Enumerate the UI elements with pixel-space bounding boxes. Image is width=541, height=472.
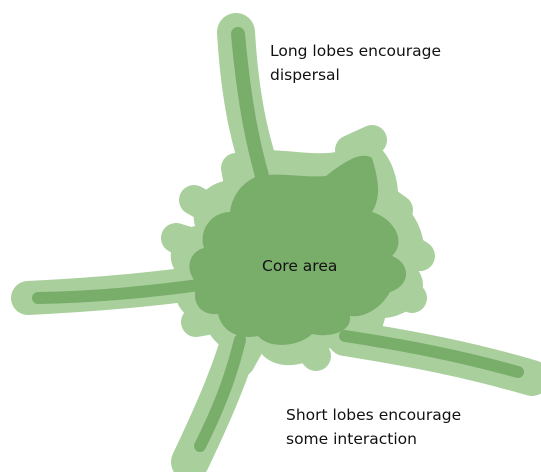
long-lobes-line-1: Long lobes encourage (270, 39, 441, 63)
long-lobes-line-2: dispersal (270, 63, 441, 87)
long-lobes-annotation: Long lobes encourage dispersal (270, 39, 441, 87)
short-lobes-annotation: Short lobes encourage some interaction (286, 403, 461, 451)
short-lobes-line-1: Short lobes encourage (286, 403, 461, 427)
core-area-text: Core area (262, 254, 337, 278)
short-lobes-line-2: some interaction (286, 427, 461, 451)
core-area-label: Core area (262, 254, 337, 278)
